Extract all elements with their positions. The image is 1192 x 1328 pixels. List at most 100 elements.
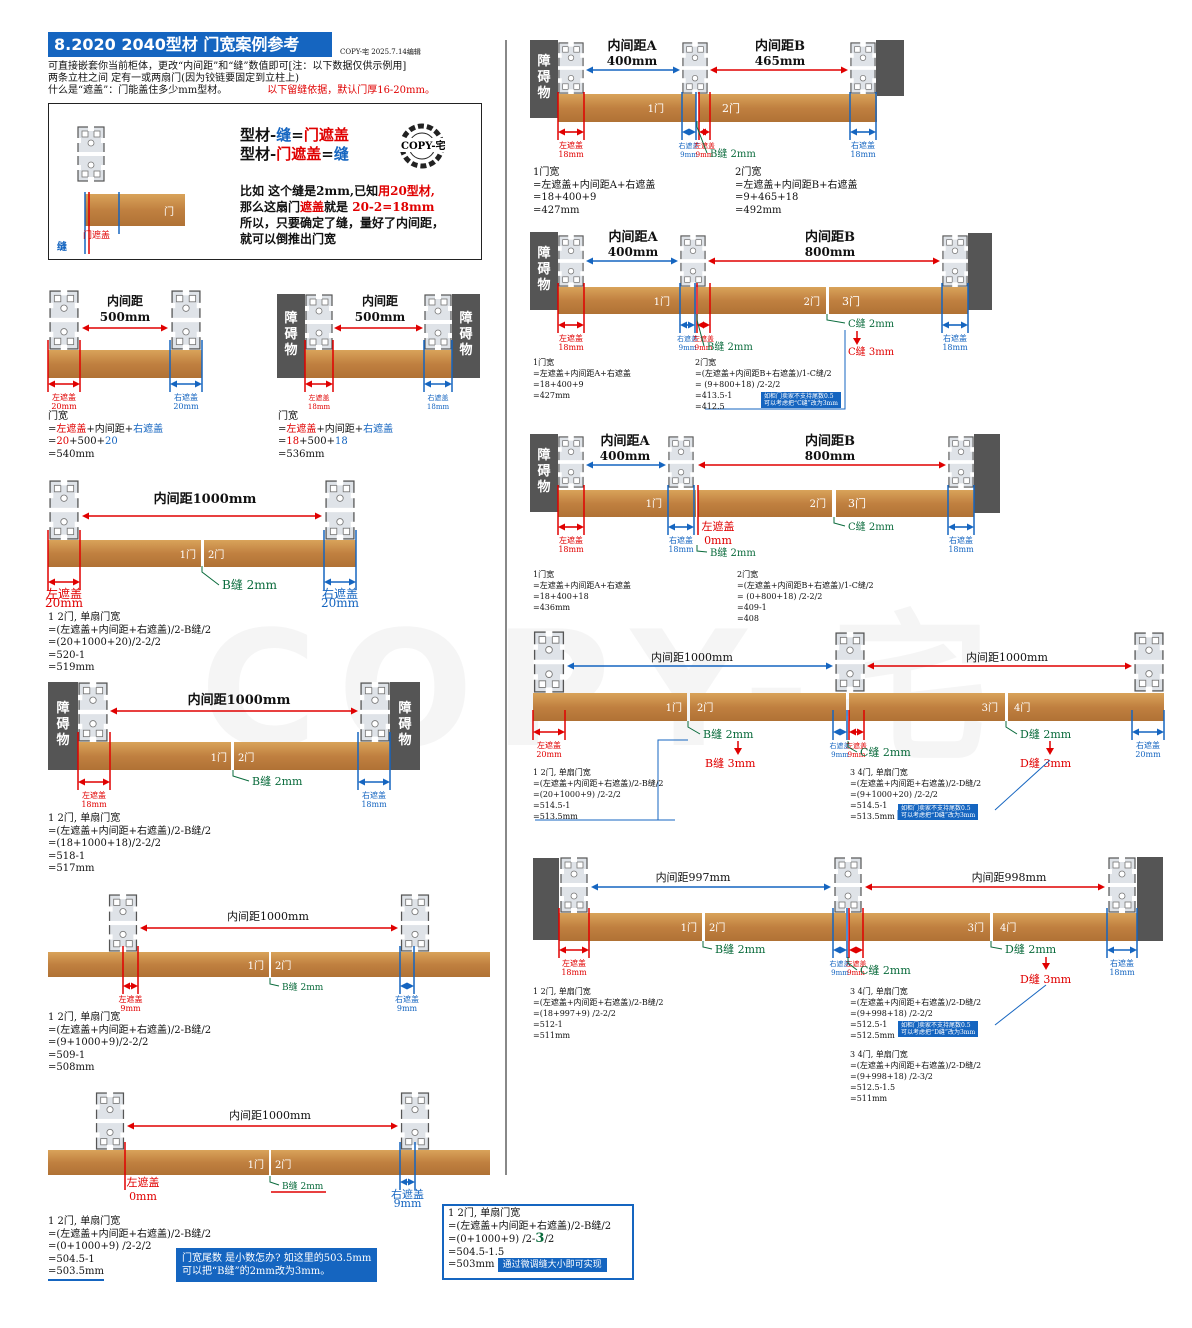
cover-value: 20mm: [536, 750, 562, 759]
arrow-head: [865, 883, 872, 891]
gap-pointer: [269, 978, 280, 987]
profile: [400, 1092, 430, 1150]
obstacle-label: 障: [459, 310, 472, 326]
arrow-head: [567, 662, 574, 670]
arrow-head: [682, 128, 689, 136]
distance-value: 500mm: [100, 310, 151, 324]
arrow-head: [869, 128, 876, 136]
distance-label: 内间距1000mm: [229, 1108, 311, 1122]
door-label: 1门: [681, 921, 697, 934]
concept-equations: 型材-缝=门遮盖 型材-门遮盖=缝: [240, 126, 349, 164]
formula-e: 1 2门, 单扇门宽=(左遮盖+内间距+右遮盖)/2-B缝/2=(9+1000+…: [48, 1012, 212, 1073]
door-label: 2门: [275, 1158, 291, 1171]
obstacle: [533, 858, 559, 940]
cover-label: 左遮盖: [309, 393, 330, 402]
cover-value: 18mm: [81, 800, 107, 809]
cover-label: 左遮盖: [559, 535, 583, 545]
profile: [680, 234, 706, 288]
door-panel: [1008, 693, 1164, 721]
distance-label: 内间距A: [608, 229, 658, 245]
door-panel: [48, 1150, 269, 1175]
arrow-head: [170, 380, 177, 388]
profile: [682, 41, 708, 95]
distance-value: 465mm: [755, 54, 806, 68]
cover-value: 18mm: [668, 545, 694, 554]
cover-label: 右遮盖: [1136, 740, 1160, 750]
door-label: 2门: [275, 959, 291, 972]
door-label: 4门: [1000, 921, 1016, 934]
profile: [835, 631, 865, 693]
arrow-head: [558, 321, 565, 329]
cover-value: 9mm: [831, 969, 849, 977]
door-label: 2门: [722, 101, 740, 115]
arrow-head: [391, 924, 398, 932]
gap-label: C缝 3mm: [848, 345, 895, 358]
obstacle-label: 碍: [398, 717, 411, 732]
gap-pointer: [847, 741, 858, 753]
arrow-head: [939, 461, 946, 469]
formula-r3-a: 1门宽=左遮盖+内间距A+右遮盖=18+400+18=436mm: [533, 570, 631, 612]
obstacle: [968, 233, 992, 310]
door-label: 1门: [180, 548, 196, 561]
arrow-head: [326, 380, 333, 388]
cover-label: 右遮盖: [322, 586, 358, 601]
arrow-head: [857, 728, 864, 736]
formula-r2-b: 2门宽=(左遮盖+内间距B+右遮盖)/1-C缝/2= (9+800+18) /2…: [695, 358, 832, 411]
gap-label: D缝 2mm: [1005, 942, 1057, 956]
cover-label: 右遮盖: [1110, 958, 1134, 968]
arrow-head: [161, 324, 168, 332]
arrow-head: [849, 946, 856, 954]
arrow-head: [334, 324, 341, 332]
distance-label: 内间距1000mm: [188, 692, 291, 708]
door-panel: [690, 693, 846, 721]
gap-pointer: [696, 121, 708, 154]
cover-label: 右遮盖: [428, 393, 449, 402]
profile: [833, 857, 863, 913]
obstacle: [452, 294, 480, 378]
door-panel: [849, 913, 990, 941]
gap-label: C缝 2mm: [860, 745, 911, 759]
cover-label: 右遮盖: [395, 994, 419, 1004]
door-label: 2门: [804, 295, 820, 308]
gap-pointer: [990, 941, 1003, 950]
concept-cover-label: 门遮盖: [83, 229, 110, 241]
arrow-head: [82, 512, 89, 520]
distance-value: 400mm: [608, 245, 659, 259]
obstacle-label: 障: [537, 245, 550, 261]
arrow-head: [558, 128, 565, 136]
cover-value: 18mm: [942, 343, 968, 352]
formula-f: 1 2门, 单扇门宽=(左遮盖+内间距+右遮盖)/2-B缝/2=(0+1000+…: [48, 1216, 211, 1281]
obstacle: [530, 40, 558, 118]
door-label: 1门: [648, 102, 664, 115]
gap-pointer: [696, 545, 708, 553]
arrow-head: [391, 1122, 398, 1130]
formula-a: 门宽 =左遮盖+内间距+右遮盖 =20+500+20 =540mm: [48, 411, 164, 460]
arrow-head: [131, 982, 138, 990]
profile: [324, 480, 356, 540]
obstacle-label: 物: [56, 732, 69, 748]
gap-label: D缝 2mm: [1020, 727, 1072, 741]
door-panel: [48, 350, 202, 378]
gap-pointer: [1005, 721, 1018, 735]
obstacle: [530, 232, 558, 310]
pointer-line: [994, 984, 1047, 1026]
arrow-head: [82, 324, 89, 332]
obstacle: [974, 434, 1000, 513]
cover-value: 9mm: [679, 344, 697, 352]
profile: [559, 857, 589, 913]
distance-value: 内间距998mm: [972, 870, 1047, 884]
arrow-head: [533, 728, 540, 736]
concept-diagram: 门 门遮盖 缝 COPY-宅: [57, 123, 445, 254]
arrow-head: [1130, 946, 1137, 954]
concept-explanation: 比如 这个缝是2mm,已知用20型材, 那么这扇门遮盖就是 20-2=18mm …: [240, 184, 445, 246]
arrow-head: [824, 883, 831, 891]
arrow-head: [833, 728, 840, 736]
gap-pointer: [687, 721, 701, 735]
intro-text: 可直接嵌套你当前柜体，更改“内间距”和“缝”数值即可[注：以下数据仅供示例用] …: [48, 61, 498, 97]
cover-value: 18mm: [561, 968, 587, 977]
arrow-head: [850, 128, 857, 136]
cover-label: 左遮盖: [559, 333, 583, 343]
distance-label: 内间距: [107, 293, 143, 308]
gap-label: D缝 3mm: [1020, 972, 1072, 986]
